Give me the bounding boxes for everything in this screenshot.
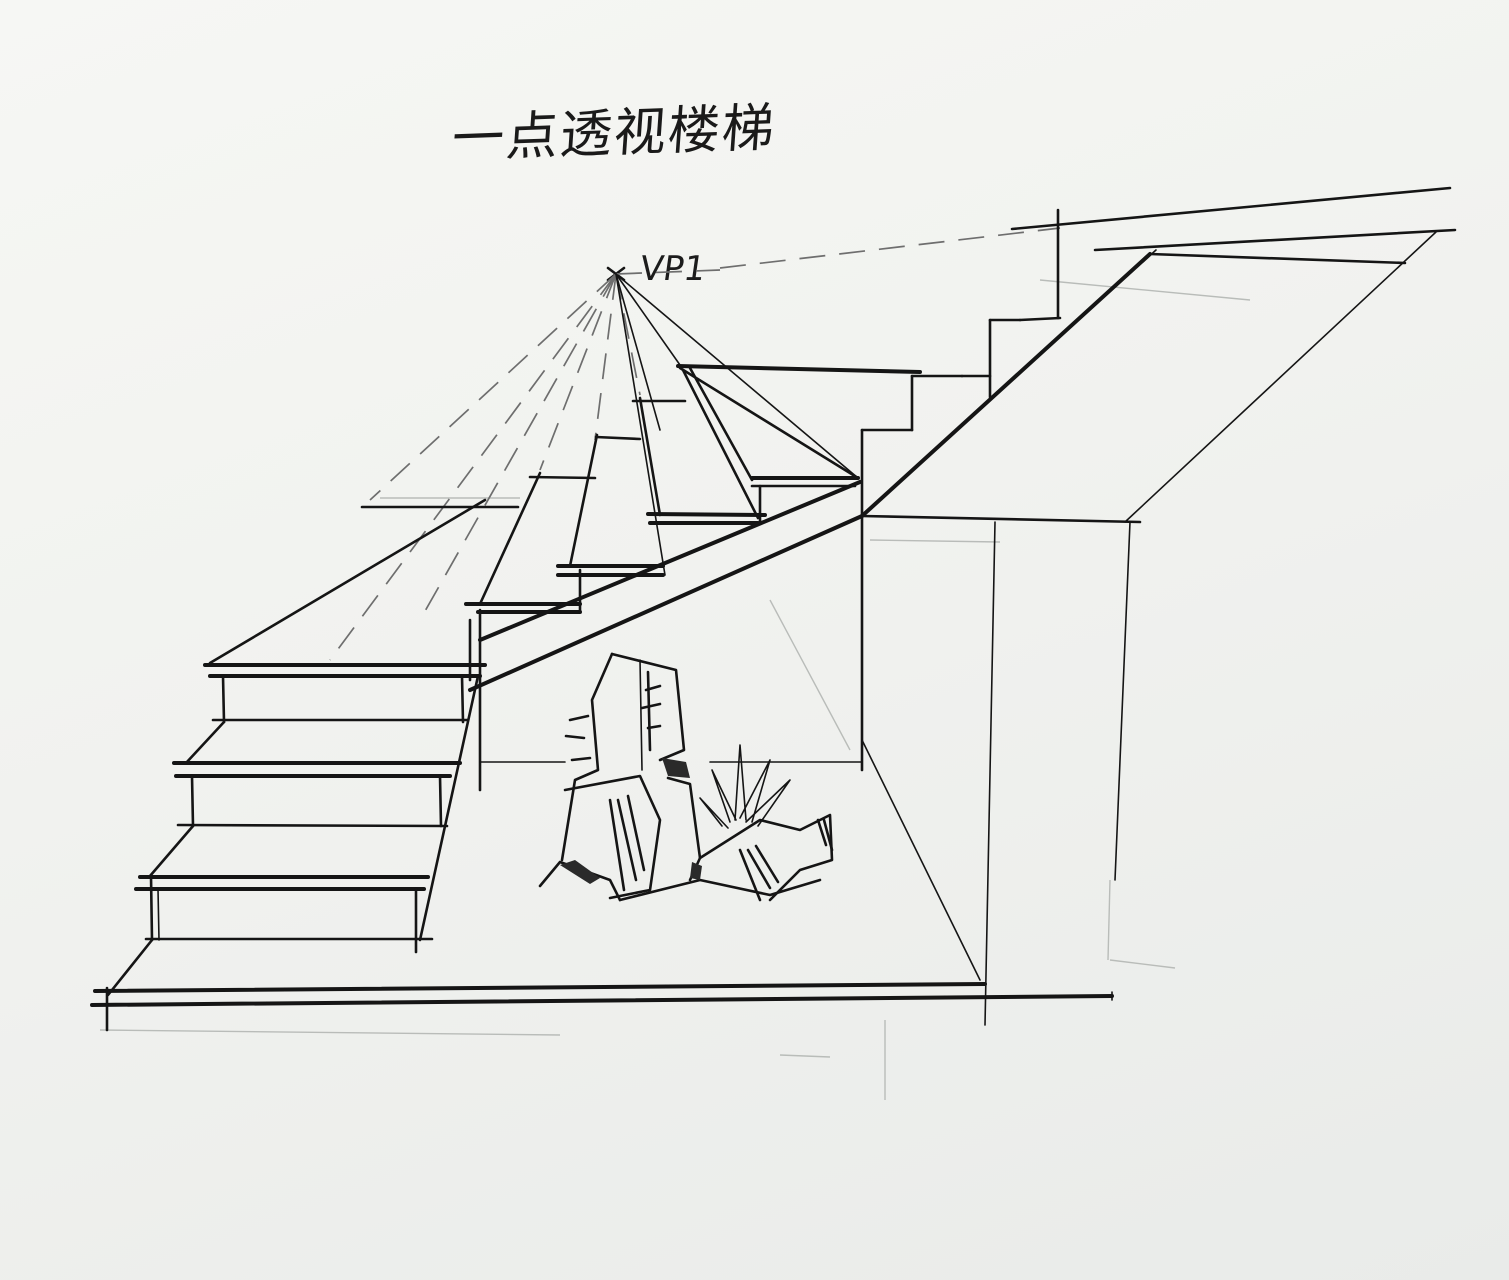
construction-guides: [99, 279, 1251, 1100]
middle-steps: [464, 396, 767, 614]
vp-solid-rays: [615, 273, 859, 576]
right-wall: [860, 514, 1142, 1026]
stair-stringers: [468, 249, 1157, 692]
upper-flight: [676, 364, 922, 524]
perspective-rays: [329, 227, 1061, 661]
lower-staircase: [90, 498, 1114, 1032]
rock-plant-vignette: [538, 652, 834, 902]
under-stair-lines: [479, 599, 863, 763]
upper-step-profile: [860, 186, 1457, 772]
